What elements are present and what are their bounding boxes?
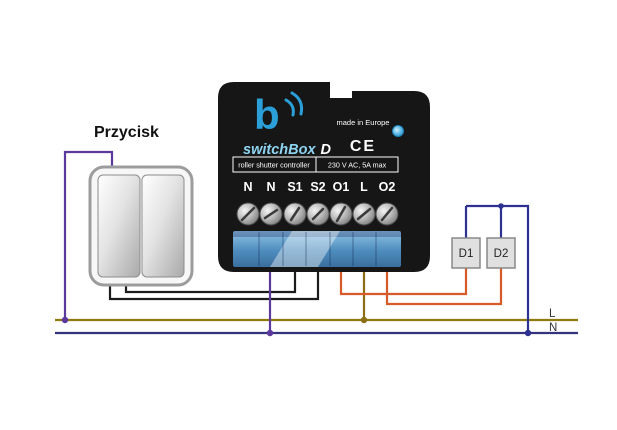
- button-label: Przycisk: [94, 124, 159, 141]
- blow-logo-arc-outer: [290, 91, 304, 116]
- made-in-text: made in Europe: [337, 118, 390, 127]
- terminal-label-n2: N: [266, 180, 275, 194]
- spec-right-text: 230 V AC, 5A max: [328, 161, 387, 170]
- d2-label: D2: [494, 248, 509, 260]
- terminal-label-o1: O1: [333, 180, 350, 194]
- terminal-block-top-edge: [233, 231, 401, 237]
- screw-slot-3: [289, 206, 301, 222]
- junction-dot-device-n: [266, 329, 274, 337]
- wire-purple-switch-feed: [63, 150, 114, 320]
- screw-slot-1: [240, 206, 256, 222]
- brand-wordmark: switchBox D: [243, 142, 332, 158]
- wire-black-s2: [108, 269, 320, 301]
- terminal-block-dividers: [258, 232, 377, 266]
- screw-slot-2: [263, 208, 279, 220]
- switch-rocker-left: [97, 174, 141, 278]
- spec-left-text: roller shutter controller: [238, 161, 310, 170]
- wire-orange-o1: [339, 268, 468, 296]
- screw-slot-5: [335, 205, 347, 223]
- brand-suffix-text: D: [321, 142, 332, 158]
- d2-box: [486, 237, 516, 269]
- junction-dot-switch-l: [61, 316, 69, 324]
- screw-slot-4: [311, 207, 325, 221]
- terminal-label-s2: S2: [310, 180, 325, 194]
- wire-orange-o2: [385, 268, 503, 306]
- ce-mark: CE: [350, 138, 376, 155]
- n-rail-label: N: [549, 322, 557, 334]
- junction-dot-device-l: [360, 316, 368, 324]
- led-indicator: [392, 125, 404, 137]
- terminal-block-sheen: [270, 231, 340, 267]
- d1-label: D1: [459, 248, 474, 260]
- wire-navy-return: [466, 204, 530, 333]
- screw-slot-7: [380, 206, 394, 222]
- junction-dot-d2-bridge: [498, 203, 504, 209]
- terminal-block: [233, 231, 401, 267]
- terminal-label-n1: N: [243, 180, 252, 194]
- terminal-label-o2: O2: [379, 180, 396, 194]
- brand-name-text: switchBox: [243, 142, 316, 158]
- blow-logo-arc-inner: [284, 98, 295, 117]
- blow-logo-b: b: [254, 91, 280, 138]
- screw-slot-6: [356, 207, 372, 221]
- l-rail-label: L: [549, 308, 556, 320]
- d1-box: [451, 237, 481, 269]
- junction-dot-loads-n: [524, 329, 532, 337]
- switch-rocker-right: [141, 174, 185, 278]
- terminal-label-l: L: [360, 180, 368, 194]
- terminal-label-s1: S1: [287, 180, 302, 194]
